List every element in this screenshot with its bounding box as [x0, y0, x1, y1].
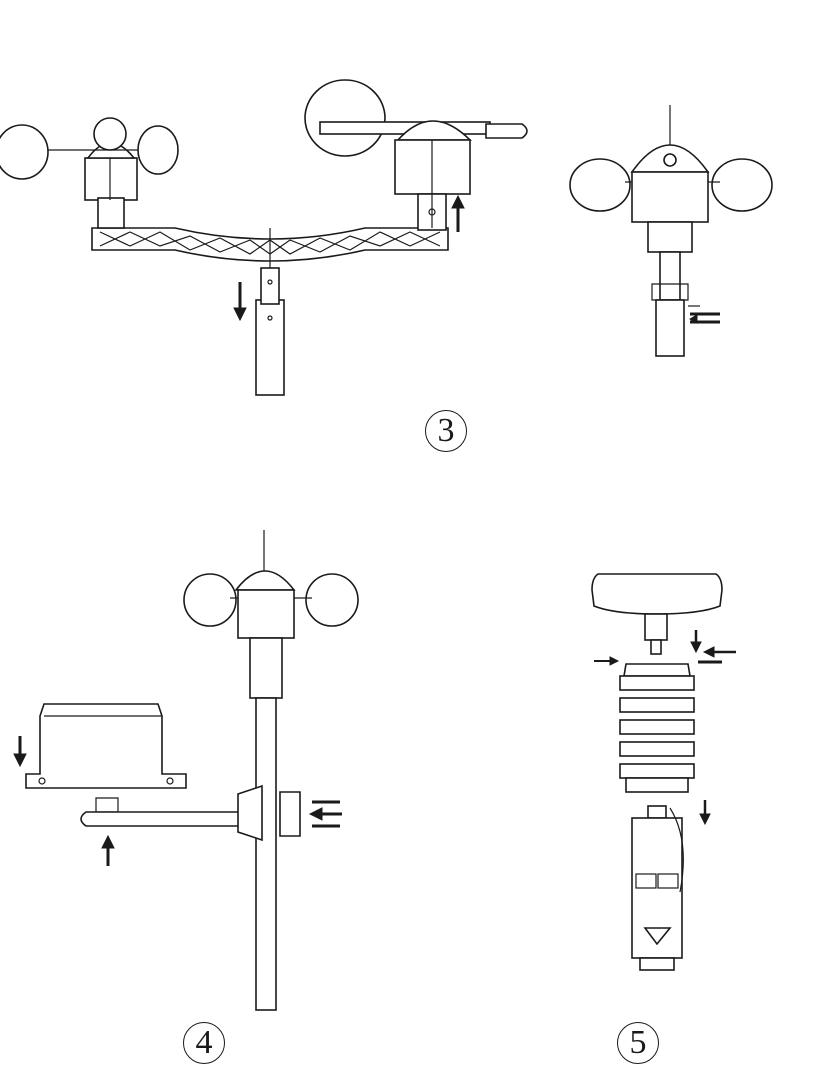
wind-vane-icon [305, 80, 527, 230]
pole-adapter [261, 268, 279, 304]
rain-gauge-icon [26, 704, 186, 788]
radiation-shield-icon [620, 664, 694, 792]
cap-cover [592, 574, 722, 614]
step4-assembly [14, 530, 358, 1010]
anemometer-cups-icon [0, 118, 178, 228]
step-label-3: 3 [426, 414, 466, 448]
sensor-unit-icon [632, 806, 683, 970]
mounting-pole-icon [656, 300, 684, 356]
anemometer-detail [570, 105, 772, 356]
crossarm-assembly [0, 80, 527, 395]
step5-assembly [592, 574, 736, 970]
mounting-pole-icon [256, 698, 276, 1010]
step-label-4: 4 [184, 1026, 224, 1060]
step-label-5: 5 [618, 1026, 658, 1060]
mounting-pole-icon [256, 300, 284, 395]
